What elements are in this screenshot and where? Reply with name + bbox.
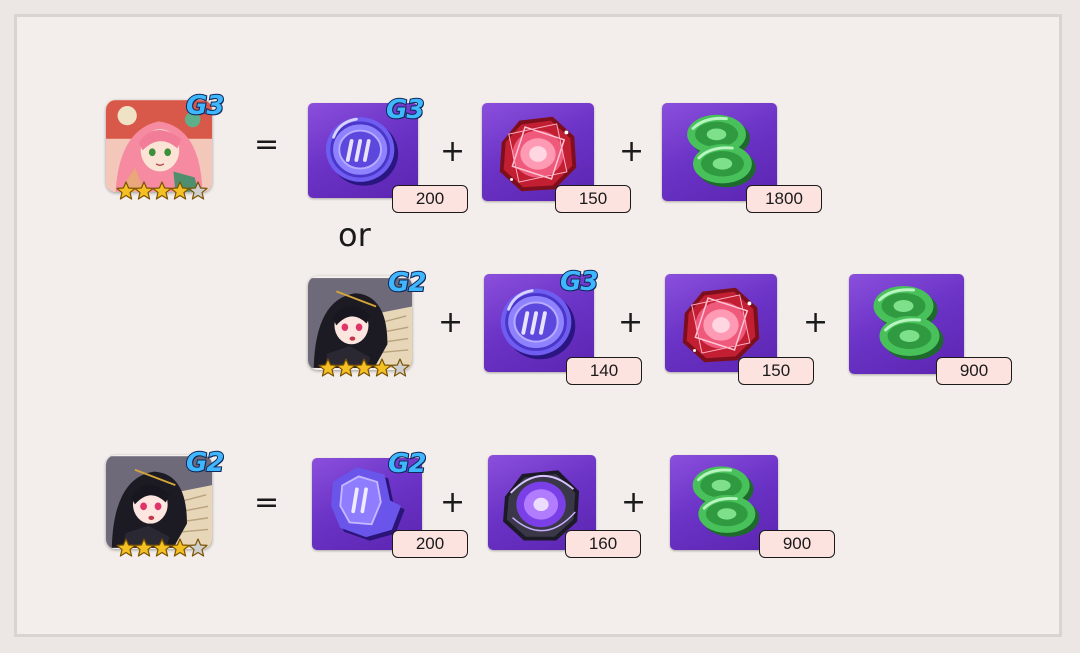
plus-sign: + <box>621 485 647 520</box>
medal-iii-tile-b[interactable] <box>484 274 594 372</box>
g2-character-grade: G2 <box>185 448 225 478</box>
plus-sign: + <box>440 485 466 520</box>
equals-sign: = <box>254 127 280 162</box>
medal-iii-count: 200 <box>392 185 468 213</box>
medal-iii-b-grade: G3 <box>559 267 599 297</box>
plus-sign: + <box>618 305 644 340</box>
green-token-tile[interactable] <box>662 103 777 201</box>
star-rating-icon <box>318 358 410 377</box>
medal-iii-b-count: 140 <box>566 357 642 385</box>
star-rating-icon <box>116 181 208 200</box>
g3-character-stars <box>116 180 212 207</box>
medal-ii-grade: G2 <box>387 449 427 479</box>
green-token-g2-count: 900 <box>759 530 835 558</box>
medal-iii-tile[interactable] <box>308 103 418 198</box>
red-crystal-tile[interactable] <box>482 103 594 201</box>
medal-iii-grade: G3 <box>385 95 425 125</box>
g2-character-stars <box>116 537 212 564</box>
plus-sign: + <box>619 134 645 169</box>
or-label: or <box>338 216 371 254</box>
plus-sign: + <box>440 134 466 169</box>
g2-ingredient-grade: G2 <box>387 268 427 298</box>
g2-ingredient-stars <box>318 357 414 384</box>
green-token-b-count: 900 <box>936 357 1012 385</box>
plus-sign: + <box>803 305 829 340</box>
red-crystal-count: 150 <box>555 185 631 213</box>
g3-character-grade: G3 <box>185 91 225 121</box>
purple-crystal-count: 160 <box>565 530 641 558</box>
equals-sign: = <box>254 485 280 520</box>
green-token-count: 1800 <box>746 185 822 213</box>
red-crystal-tile-b[interactable] <box>665 274 777 372</box>
plus-sign: + <box>438 305 464 340</box>
medal-ii-count: 200 <box>392 530 468 558</box>
red-crystal-b-count: 150 <box>738 357 814 385</box>
star-rating-icon <box>116 538 208 557</box>
